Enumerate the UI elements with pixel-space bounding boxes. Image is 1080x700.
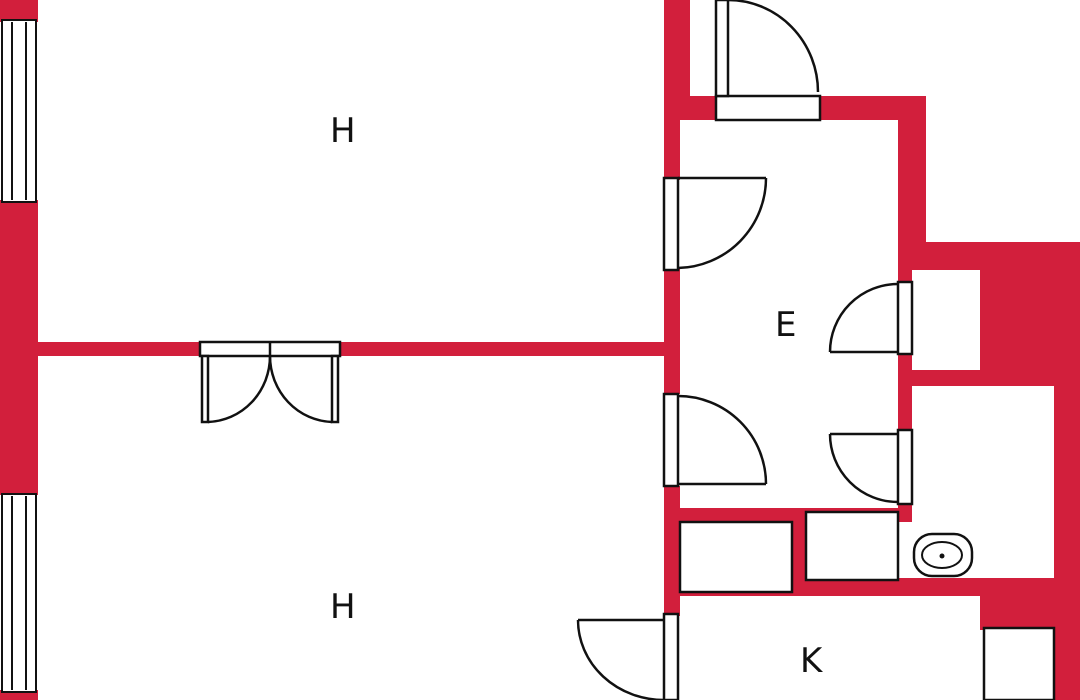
room-label-hall: E	[775, 305, 796, 345]
double-door-right-leaf	[330, 354, 340, 424]
left-exterior-wall-middle	[0, 200, 38, 495]
hall-top-wall-left	[680, 96, 718, 120]
cabinet-right	[804, 510, 900, 582]
closet-door-leaf	[896, 280, 914, 356]
room-label-kitchen: K	[800, 641, 824, 681]
sink-drain	[939, 553, 945, 559]
bathroom-door-swing	[828, 433, 899, 504]
double-door-left-swing	[207, 355, 272, 424]
doors	[198, 0, 914, 700]
bath-wet-block	[980, 242, 1080, 384]
kitchen-door-swing	[576, 619, 665, 700]
kitchen-corner-block	[980, 590, 1080, 630]
entrance-door-leaf	[714, 0, 730, 98]
bath-right-wall	[1054, 370, 1080, 700]
kitchen-appliance	[982, 626, 1056, 700]
double-door-left-leaf	[200, 354, 210, 424]
central-wall-middle	[664, 268, 680, 394]
double-door-right-swing	[268, 355, 333, 424]
entrance-door-threshold	[714, 94, 822, 122]
room-label-lower-bedroom: H	[330, 587, 356, 627]
cabinet-divider-wall	[792, 508, 806, 596]
central-wall-lower	[664, 486, 680, 616]
fixtures	[678, 510, 1056, 700]
entrance-door-swing	[727, 0, 820, 93]
window-upper	[1, 19, 37, 203]
lower-room-door-leaf	[662, 392, 680, 488]
room-label-upper-bedroom: H	[330, 111, 356, 151]
left-exterior-wall-top	[0, 0, 38, 22]
cabinet-left	[678, 520, 794, 594]
hall-right-wall	[898, 96, 926, 270]
windows	[1, 19, 37, 693]
room-labels: H H E K	[330, 111, 824, 681]
closet-door-swing	[828, 282, 899, 353]
window-lower	[1, 493, 37, 693]
bedroom-divider-wall	[38, 342, 666, 356]
lower-room-door-swing	[677, 394, 768, 485]
left-exterior-wall-bottom	[0, 690, 38, 700]
kitchen-door-leaf	[662, 612, 680, 700]
bath-separator-wall	[908, 370, 1080, 386]
upper-room-door-leaf	[662, 176, 680, 272]
bathroom-door-leaf	[896, 428, 914, 506]
upper-room-door-swing	[677, 177, 768, 270]
